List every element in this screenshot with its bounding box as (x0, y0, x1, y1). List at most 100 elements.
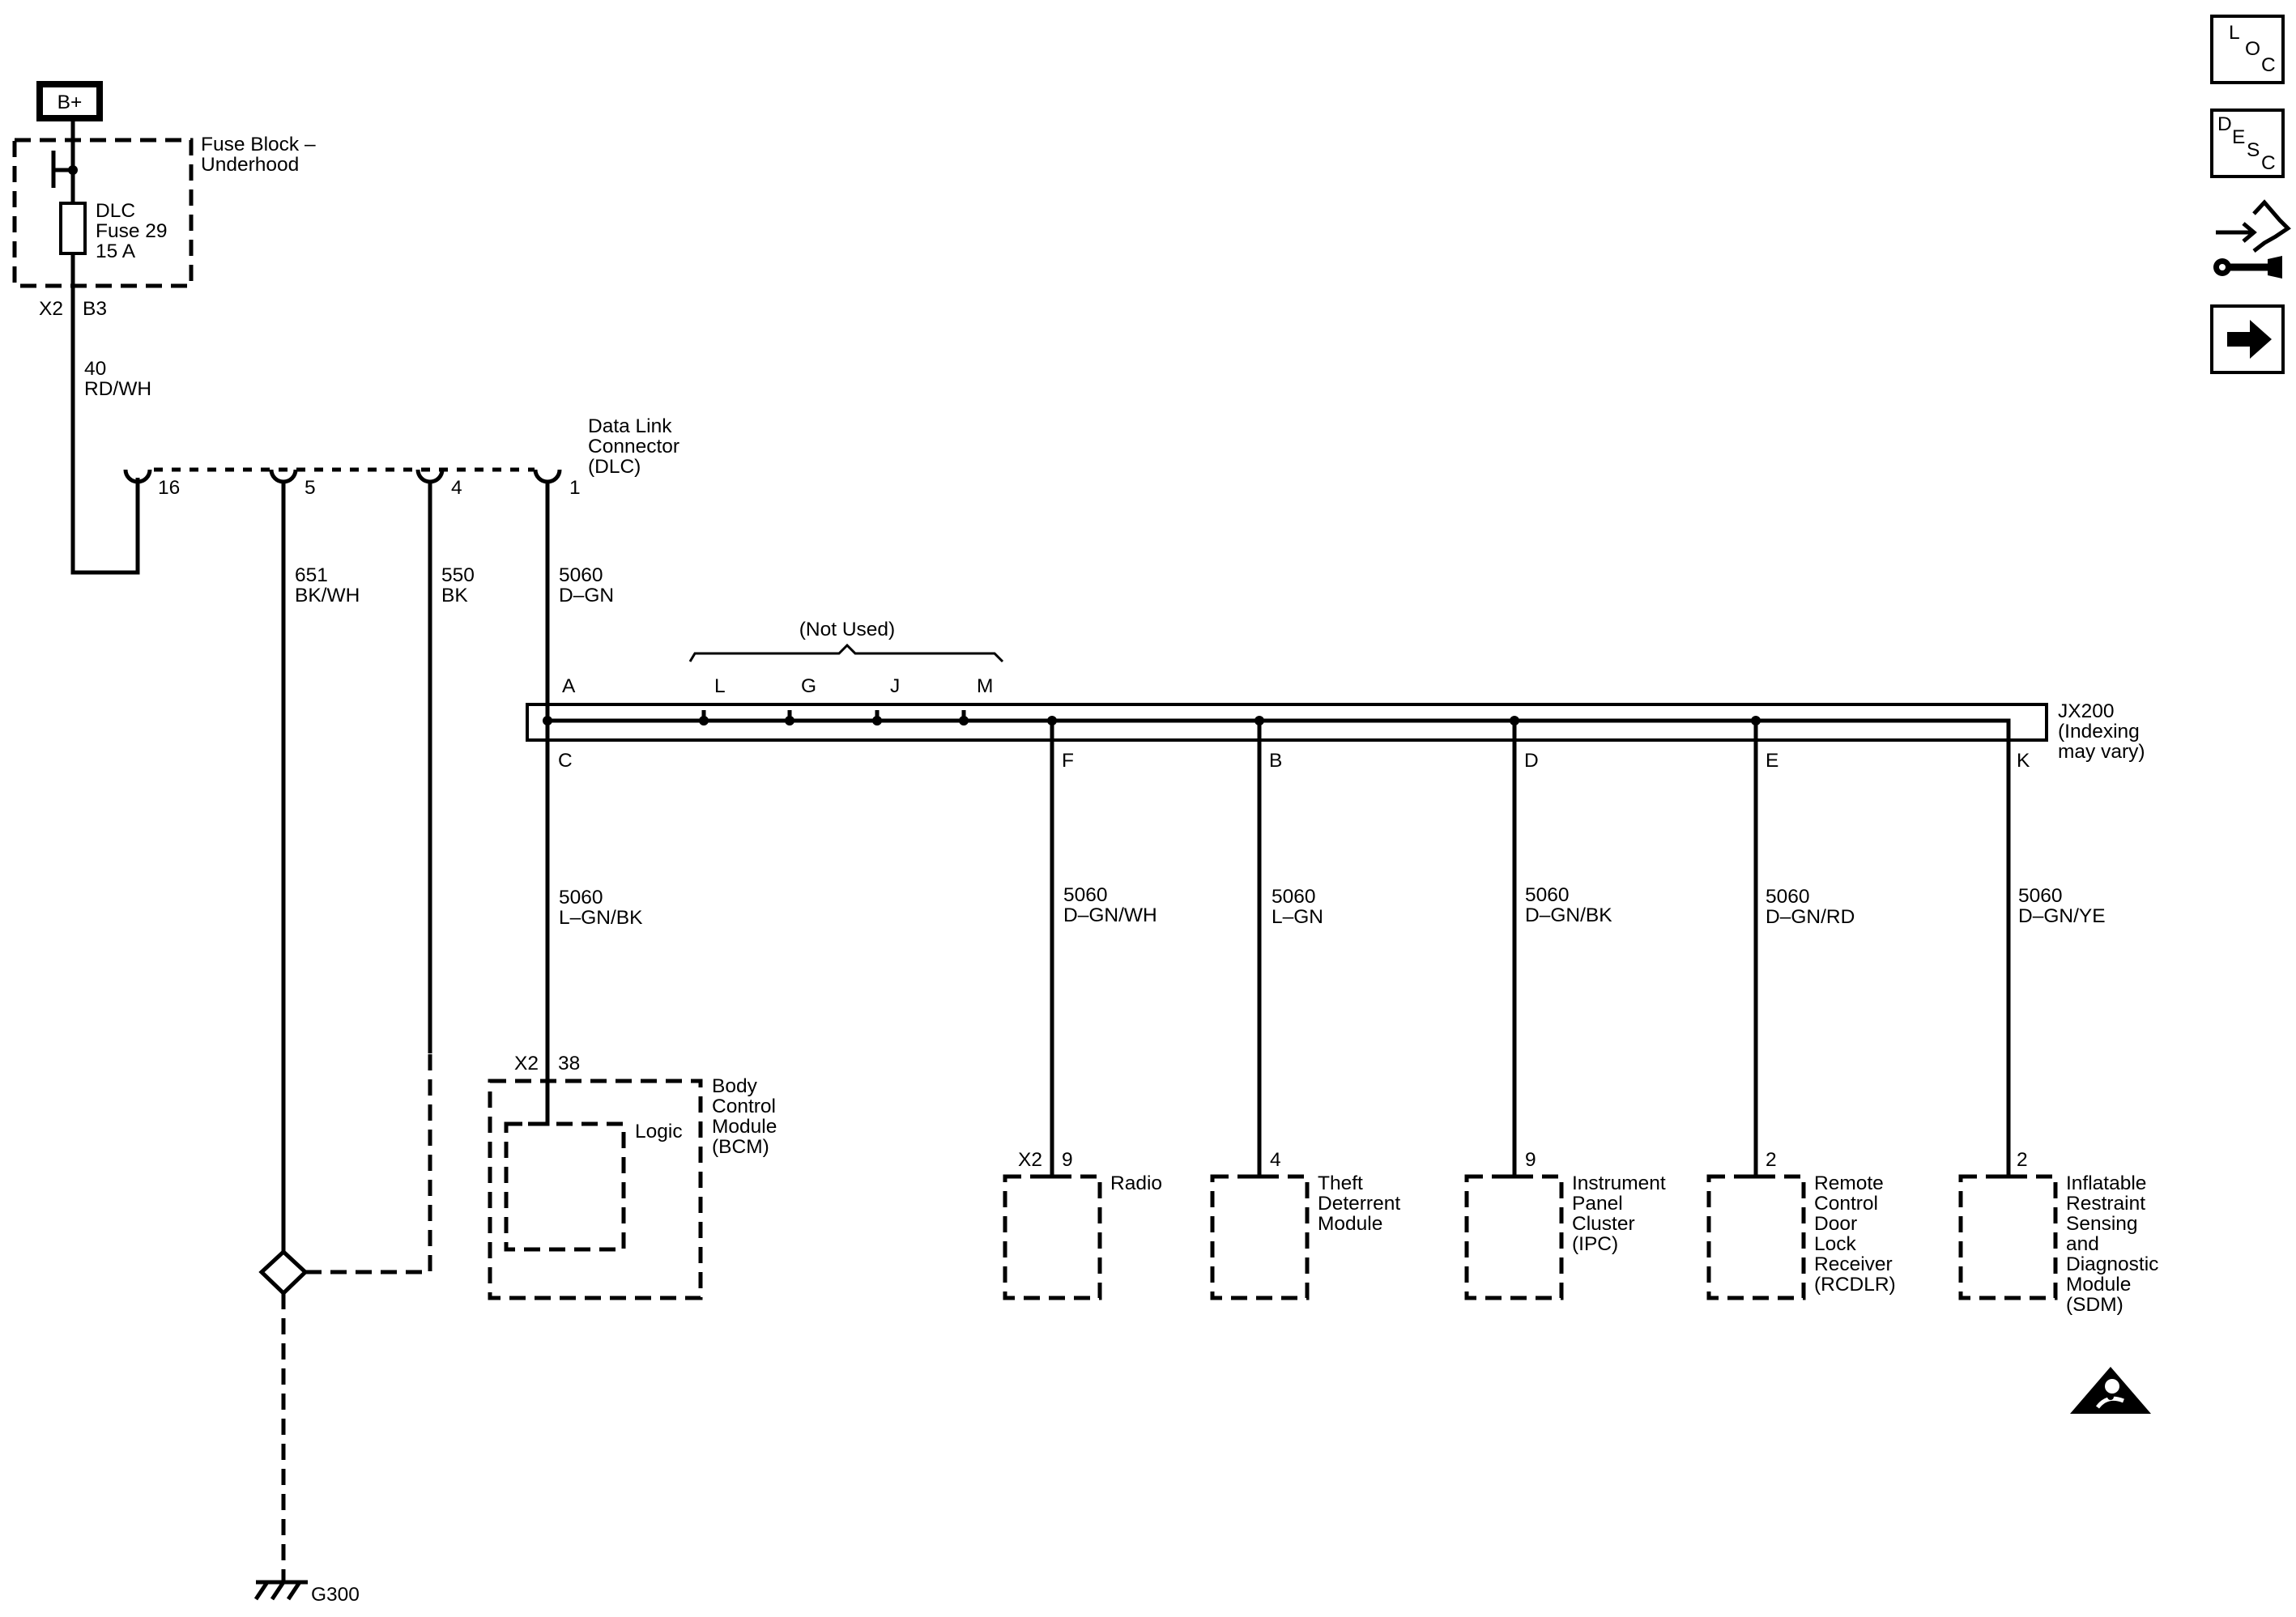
body-control-module: Logic X2 38 Body Control Module (BCM) (488, 1053, 777, 1300)
fuse-block-label: Underhood (201, 154, 299, 176)
splice-pin-label: A (562, 675, 576, 697)
bcm-logic-label: Logic (635, 1121, 683, 1143)
wire-circuit: 5060 (1063, 884, 1108, 906)
branch-wire-theft: 5060 L–GN (1246, 721, 1323, 1179)
splice-pin-label: G (801, 675, 816, 697)
loc-letter: L (2229, 22, 2240, 44)
not-used-bracket (688, 643, 1004, 663)
dlc-pin-label: 1 (569, 477, 581, 499)
inflatable-restraint-module: 2 Inflatable Restraint Sensing and Diagn… (1958, 1149, 2158, 1316)
wire-color: D–GN (559, 585, 614, 606)
bcm-label: Control (712, 1096, 776, 1117)
module-label: Control (1814, 1193, 1878, 1215)
dlc-wire-550: 550 BK (428, 482, 475, 1053)
desc-letter: S (2247, 139, 2260, 161)
fuse-block-label: Fuse Block – (201, 134, 316, 155)
fuse-block-pin: B3 (83, 298, 107, 320)
wire-circuit: 651 (295, 564, 328, 586)
fuse-label: DLC (96, 200, 135, 222)
not-used-label: (Not Used) (799, 619, 895, 640)
splice-pin-label: E (1766, 750, 1778, 772)
module-pin: 9 (1062, 1149, 1073, 1171)
ground-label: G300 (311, 1584, 360, 1606)
wire-color: D–GN/RD (1766, 906, 1855, 928)
desc-letter: E (2232, 126, 2245, 148)
module-label: and (2066, 1233, 2099, 1255)
wire-color: BK/WH (295, 585, 360, 606)
bcm-logic-box (504, 1121, 626, 1252)
module-label: Cluster (1572, 1213, 1635, 1235)
wire-circuit: 5060 (1766, 886, 1810, 908)
wire-color: RD/WH (84, 378, 151, 400)
dlc-wire-651: 651 BK/WH (281, 482, 360, 1252)
splice-note: may vary) (2058, 741, 2145, 763)
branch-wire-sdm: 5060 D–GN/YE (1995, 740, 2106, 1179)
wire-color: D–GN/BK (1525, 904, 1612, 926)
dlc-wire-5060: 5060 D–GN (545, 482, 614, 721)
wire-color: D–GN/WH (1063, 904, 1157, 926)
bcm-label: Body (712, 1075, 758, 1097)
splice-pin-label: D (1524, 750, 1539, 772)
module-label: Sensing (2066, 1213, 2138, 1235)
dlc-pin-label: 5 (305, 477, 316, 499)
dlc-pin-4 (415, 469, 445, 484)
wire-circuit: 5060 (1525, 884, 1570, 906)
airbag-warning-icon (2070, 1367, 2151, 1414)
feed-wire: 40 RD/WH (70, 287, 151, 575)
wire-color: BK (441, 585, 468, 606)
module-label: Radio (1110, 1172, 1162, 1194)
dlc-label: Connector (588, 436, 679, 457)
module-label: Instrument (1572, 1172, 1666, 1194)
dlc-pin-label: 16 (158, 477, 180, 499)
ground-circuit: G300 (253, 1053, 432, 1606)
module-label: Module (2066, 1274, 2131, 1296)
dlc-label: (DLC) (588, 456, 641, 478)
module-label: Inflatable (2066, 1172, 2146, 1194)
module-label: (SDM) (2066, 1294, 2123, 1316)
battery-positive-box: B+ (36, 81, 103, 121)
module-label: Remote (1814, 1172, 1884, 1194)
theft-deterrent-module: 4 Theft Deterrent Module (1210, 1149, 1400, 1300)
ground-splice-diamond (258, 1249, 309, 1296)
module-label: Door (1814, 1213, 1857, 1235)
remote-door-lock-receiver: 2 Remote Control Door Lock Receiver (RCD… (1706, 1149, 1896, 1300)
branch-wire-bcm: 5060 L–GN/BK (528, 740, 643, 1126)
module-label: Module (1318, 1213, 1382, 1235)
module-pin: 4 (1270, 1149, 1281, 1171)
module-label: Panel (1572, 1193, 1623, 1215)
dlc-pin-16 (123, 469, 152, 484)
splice-pin-label: L (714, 675, 726, 697)
module-pin: 9 (1525, 1149, 1536, 1171)
dlc-pin-1 (533, 469, 562, 484)
module-label: Lock (1814, 1233, 1857, 1255)
splice-pin-label: K (2017, 750, 2030, 772)
next-arrow-icon (2227, 320, 2272, 359)
desc-letter: D (2217, 113, 2232, 135)
module-label: Theft (1318, 1172, 1363, 1194)
fuse-block-connector: X2 (39, 298, 63, 320)
splice-pin-label: B (1269, 750, 1282, 772)
next-arrow-button[interactable] (2210, 304, 2285, 374)
fuse-block-underhood: Fuse Block – Underhood DLC Fuse 29 15 A … (12, 118, 316, 320)
wire-color: L–GN/BK (559, 907, 643, 929)
wire-circuit: 5060 (559, 887, 603, 908)
module-label: Diagnostic (2066, 1253, 2158, 1275)
wire-circuit: 5060 (2018, 885, 2063, 907)
module-label: (IPC) (1572, 1233, 1618, 1255)
module-pin: 2 (1766, 1149, 1777, 1171)
dlc-pin-label: 4 (451, 477, 462, 499)
module-pin: 2 (2017, 1149, 2028, 1171)
data-link-connector: 16 5 4 1 Data Link Connector (DLC) (123, 415, 679, 499)
desc-letter: C (2261, 152, 2276, 174)
bcm-connector: X2 (514, 1053, 539, 1074)
loc-button[interactable]: L O C (2210, 15, 2285, 84)
branch-wire-radio: 5060 D–GN/WH (1038, 721, 1157, 1179)
splice-pin-label: J (890, 675, 900, 697)
desc-button[interactable]: D E S C (2210, 109, 2285, 178)
splice-pin-label: F (1062, 750, 1074, 772)
bcm-label: (BCM) (712, 1136, 769, 1158)
splice-pin-label: C (558, 750, 573, 772)
wire-circuit: 5060 (559, 564, 603, 586)
connector-tool-icon[interactable] (2213, 199, 2291, 279)
